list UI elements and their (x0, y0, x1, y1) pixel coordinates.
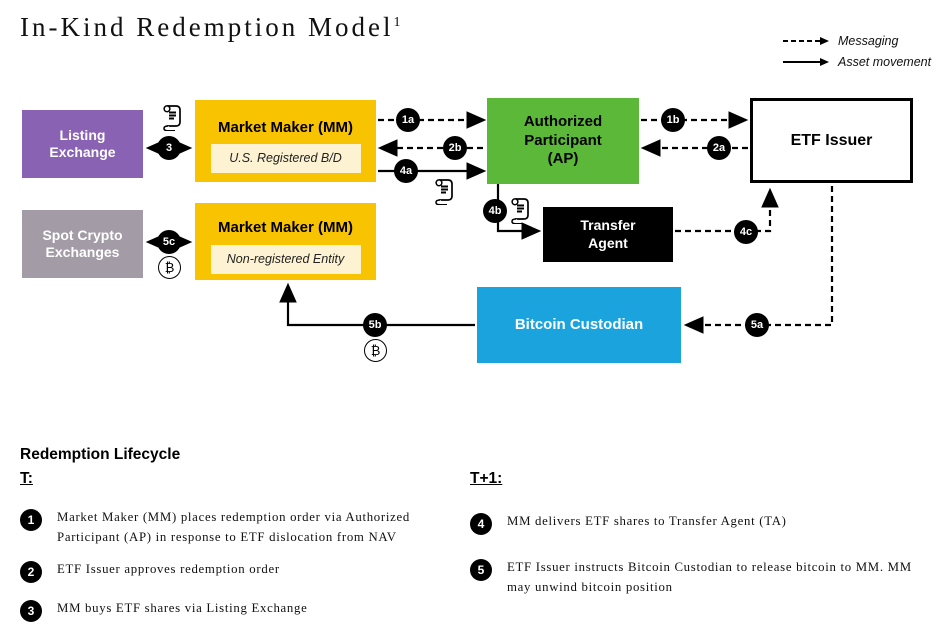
market-maker-bottom-subtitle: Non-registered Entity (210, 244, 361, 274)
step-text: Market Maker (MM) places redemption orde… (57, 510, 410, 544)
box-market-maker-registered: Market Maker (MM) U.S. Registered B/D (195, 100, 376, 182)
step-badge-5c: 5c (157, 230, 181, 254)
lifecycle-step-2: 2 ETF Issuer approves redemption order (20, 560, 440, 583)
step-badge-2b: 2b (443, 136, 467, 160)
market-maker-top-title: Market Maker (MM) (217, 118, 354, 136)
scroll-icon (435, 179, 453, 205)
bitcoin-symbol: ₿ (164, 260, 175, 276)
legend-messaging-label: Messaging (838, 34, 899, 48)
step-number-badge: 4 (470, 513, 492, 535)
step-badge-4c: 4c (734, 220, 758, 244)
step-badge-1a: 1a (396, 108, 420, 132)
legend-row-asset-movement: Asset movement (782, 55, 931, 69)
step-number-badge: 2 (20, 561, 42, 583)
lifecycle-heading: Redemption Lifecycle (20, 446, 181, 463)
step-text: MM buys ETF shares via Listing Exchange (57, 601, 308, 615)
box-market-maker-nonregistered: Market Maker (MM) Non-registered Entity (195, 203, 376, 280)
solid-arrow-icon (783, 58, 829, 66)
box-transfer-agent: Transfer Agent (543, 207, 673, 262)
scroll-icon (163, 105, 181, 131)
step-badge-2a: 2a (707, 136, 731, 160)
authorized-participant-label: Authorized Participant (AP) (523, 112, 603, 168)
legend-row-messaging: Messaging (782, 34, 931, 48)
connector-step5b (279, 282, 475, 327)
page-title: In-Kind Redemption Model1 (20, 12, 400, 43)
bitcoin-icon: ₿ (364, 339, 387, 362)
step-number-badge: 3 (20, 600, 42, 622)
legend-asset-movement-label: Asset movement (838, 55, 932, 69)
step-badge-4b: 4b (483, 199, 507, 223)
etf-issuer-label: ETF Issuer (790, 131, 873, 149)
dashed-arrow-icon (783, 37, 829, 45)
bitcoin-symbol: ₿ (370, 343, 381, 359)
step-badge-4a: 4a (394, 159, 418, 183)
market-maker-bottom-title: Market Maker (MM) (217, 219, 354, 237)
step-badge-3: 3 (157, 136, 181, 160)
lifecycle-step-1: 1 Market Maker (MM) places redemption or… (20, 508, 440, 548)
title-footnote-marker: 1 (393, 15, 401, 30)
connector-step5a (683, 186, 834, 334)
bitcoin-icon: ₿ (158, 256, 181, 279)
step-number-badge: 5 (470, 559, 492, 581)
transfer-agent-label: Transfer Agent (580, 217, 636, 251)
scroll-icon (511, 198, 529, 224)
step-badge-5b: 5b (363, 313, 387, 337)
lifecycle-step-3: 3 MM buys ETF shares via Listing Exchang… (20, 599, 440, 622)
step-number-badge: 1 (20, 509, 42, 531)
bitcoin-custodian-label: Bitcoin Custodian (514, 315, 644, 333)
lifecycle-col-t-heading: T: (20, 470, 33, 487)
step-text: MM delivers ETF shares to Transfer Agent… (507, 514, 787, 528)
step-badge-5a: 5a (745, 313, 769, 337)
step-badge-1b: 1b (661, 108, 685, 132)
market-maker-top-subtitle: U.S. Registered B/D (210, 144, 361, 174)
box-bitcoin-custodian: Bitcoin Custodian (477, 287, 681, 363)
step-text: ETF Issuer approves redemption order (57, 562, 280, 576)
lifecycle-step-4: 4 MM delivers ETF shares to Transfer Age… (470, 512, 930, 535)
lifecycle-col-t1-heading: T+1: (470, 470, 503, 487)
step-text: ETF Issuer instructs Bitcoin Custodian t… (507, 560, 912, 594)
page-title-text: In-Kind Redemption Model (20, 12, 394, 42)
box-etf-issuer: ETF Issuer (750, 98, 913, 183)
connector-step4c (675, 187, 779, 233)
box-authorized-participant: Authorized Participant (AP) (487, 98, 639, 184)
listing-exchange-label: Listing Exchange (49, 126, 116, 161)
box-listing-exchange: Listing Exchange (22, 110, 143, 178)
legend: Messaging Asset movement (782, 34, 931, 69)
box-spot-crypto-exchanges: Spot Crypto Exchanges (22, 210, 143, 278)
lifecycle-step-5: 5 ETF Issuer instructs Bitcoin Custodian… (470, 558, 930, 598)
spot-crypto-exchanges-label: Spot Crypto Exchanges (42, 226, 123, 261)
